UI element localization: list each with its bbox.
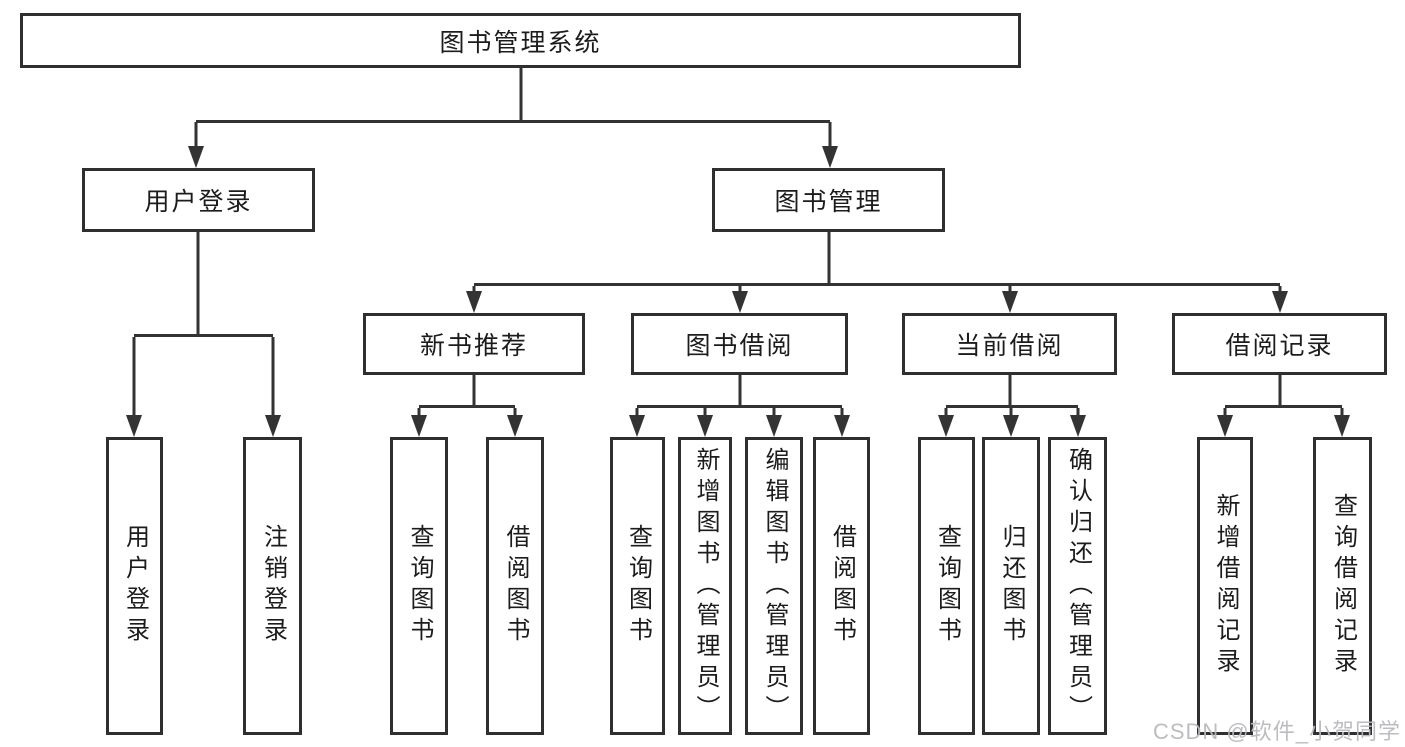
node-book-management-branch: 图书管理 xyxy=(712,168,945,232)
node-leaf-edit-book-admin: 编辑图书（管理员） xyxy=(745,437,803,735)
node-borrowing-records: 借阅记录 xyxy=(1172,313,1387,375)
node-book-borrowing: 图书借阅 xyxy=(631,313,848,375)
node-leaf-add-borrow-record: 新增借阅记录 xyxy=(1197,437,1253,735)
node-leaf-confirm-return-admin: 确认归还（管理员） xyxy=(1048,437,1107,735)
node-leaf-add-book-admin: 新增图书（管理员） xyxy=(678,437,732,735)
node-library-management-system: 图书管理系统 xyxy=(20,13,1021,68)
node-leaf-query-borrow-record: 查询借阅记录 xyxy=(1313,437,1372,735)
node-leaf-query-books-borrow: 查询图书 xyxy=(610,437,665,735)
node-leaf-borrow-books-recommend: 借阅图书 xyxy=(486,437,544,735)
csdn-watermark: CSDN @软件_小贺同学 xyxy=(1152,719,1401,744)
node-leaf-query-books-current: 查询图书 xyxy=(918,437,975,735)
node-user-login-branch: 用户登录 xyxy=(82,168,315,232)
node-leaf-query-books-recommend: 查询图书 xyxy=(390,437,448,735)
node-leaf-borrow-books: 借阅图书 xyxy=(813,437,870,735)
node-leaf-user-login: 用户登录 xyxy=(106,437,163,735)
node-leaf-return-books: 归还图书 xyxy=(982,437,1040,735)
node-leaf-logout: 注销登录 xyxy=(243,437,302,735)
node-current-borrowing: 当前借阅 xyxy=(902,313,1117,375)
node-new-book-recommendation: 新书推荐 xyxy=(363,313,585,375)
